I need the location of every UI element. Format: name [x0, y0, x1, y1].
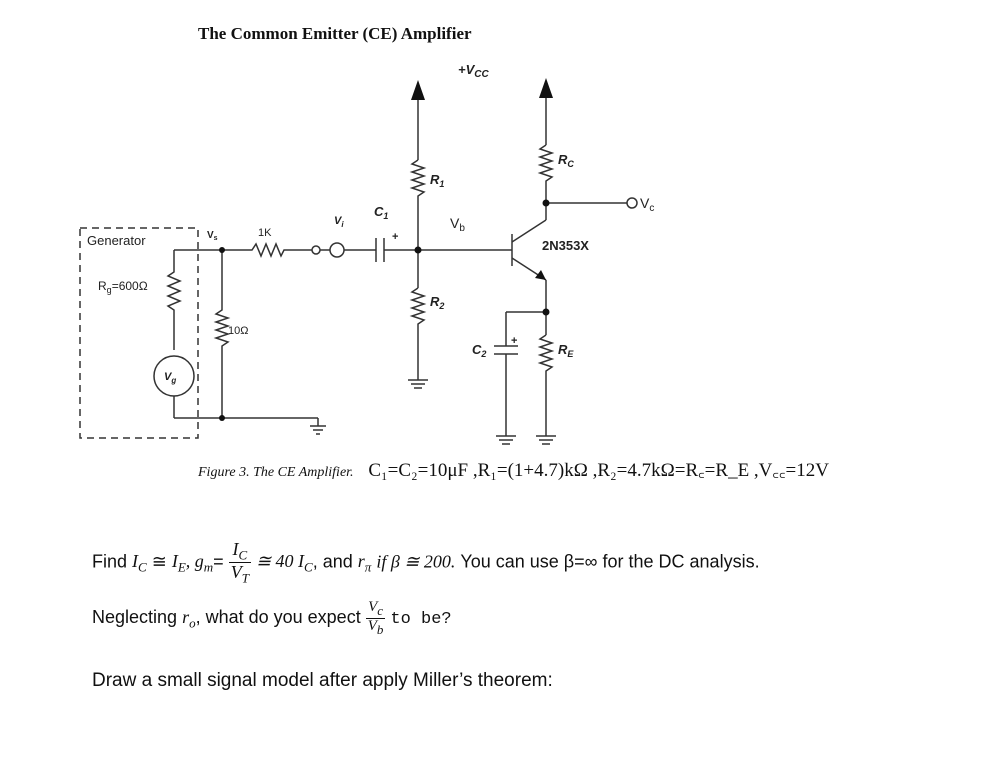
q1-tail: You can use β=∞ for the DC analysis. [460, 551, 760, 572]
vb-label: Vb [450, 215, 465, 234]
r2-label: R2 [430, 294, 444, 311]
c1-plus: + [392, 231, 398, 243]
r1-label: R1 [430, 172, 444, 189]
vcc-label: +VCC [458, 62, 489, 80]
vcc-arrow-r1 [411, 80, 425, 100]
r10-label: 10Ω [228, 325, 248, 337]
gain-fraction: Vc Vb [365, 599, 386, 637]
page-title: The Common Emitter (CE) Amplifier [198, 24, 472, 43]
r1k-label: 1K [258, 227, 272, 239]
question-1: Find IC ≅ IE, gm= IC VT ≅ 40 IC, and rπ … [92, 539, 760, 586]
rg-resistor [166, 265, 182, 350]
c2-plus: + [511, 335, 517, 347]
circuit-diagram: Generator Rg=600Ω Vg Vs 1K 10Ω Vi C1 + +… [79, 62, 654, 445]
vc-terminal [626, 197, 638, 209]
r2-resistor [409, 287, 427, 380]
vg-label: Vg [164, 371, 176, 385]
figure-caption: Figure 3. The CE Amplifier. C₁=C₂=10μF ,… [198, 456, 829, 482]
vi-terminal-in [311, 245, 321, 255]
q1-find: Find [92, 551, 128, 572]
rc-resistor [537, 144, 555, 220]
vc-label: Vc [640, 195, 654, 214]
r10-resistor [213, 250, 231, 418]
figure-values: C₁=C₂=10μF ,R₁=(1+4.7)kΩ ,R₂=4.7kΩ=R꜀=R_… [368, 460, 829, 481]
figure-title: Figure 3. The CE Amplifier. [198, 465, 354, 480]
vi-terminal-out [329, 242, 345, 258]
rc-label: RC [558, 152, 574, 169]
vi-label: Vi [334, 215, 344, 229]
vcc-arrow-rc [539, 78, 553, 98]
transistor-label: 2N353X [542, 238, 589, 253]
re-resistor [537, 334, 555, 436]
c1-label: C1 [374, 204, 388, 221]
generator-box [79, 227, 199, 439]
c2-label: C2 [472, 342, 486, 359]
question-3: Draw a small signal model after apply Mi… [92, 670, 553, 691]
r1-resistor [409, 159, 427, 250]
vs-label: Vs [207, 230, 218, 242]
re-label: RE [558, 342, 574, 359]
rg-label: Rg=600Ω [98, 279, 148, 295]
gm-fraction: IC VT [228, 539, 251, 586]
question-2: Neglecting ro, what do you expect Vc Vb … [92, 599, 452, 637]
generator-label: Generator [87, 233, 146, 248]
emitter-arrow [535, 270, 546, 280]
r1k-resistor [222, 242, 312, 258]
